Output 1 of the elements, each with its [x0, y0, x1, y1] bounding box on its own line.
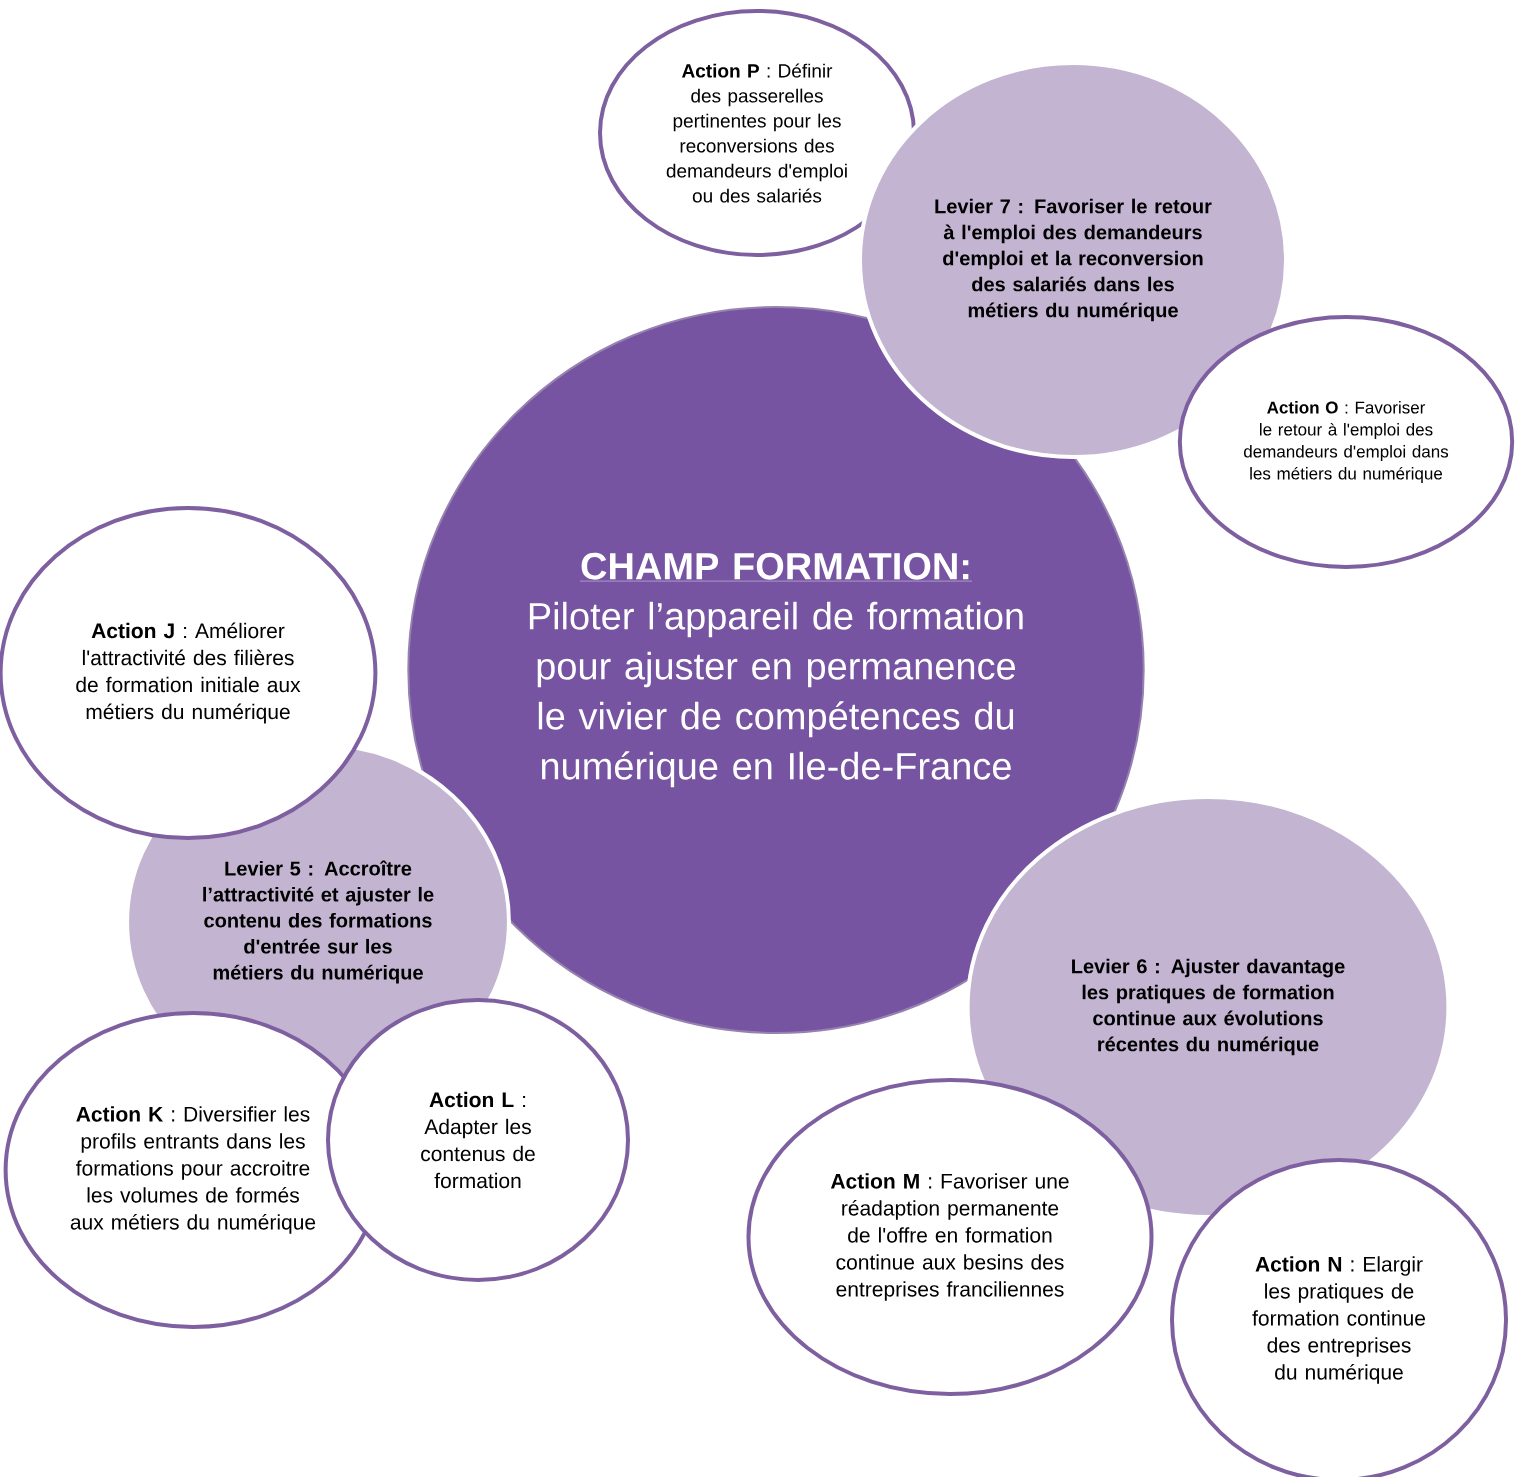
node-label: Action N : Elargir les pratiques de formation continue des entreprises du numérique [1252, 1256, 1426, 1384]
